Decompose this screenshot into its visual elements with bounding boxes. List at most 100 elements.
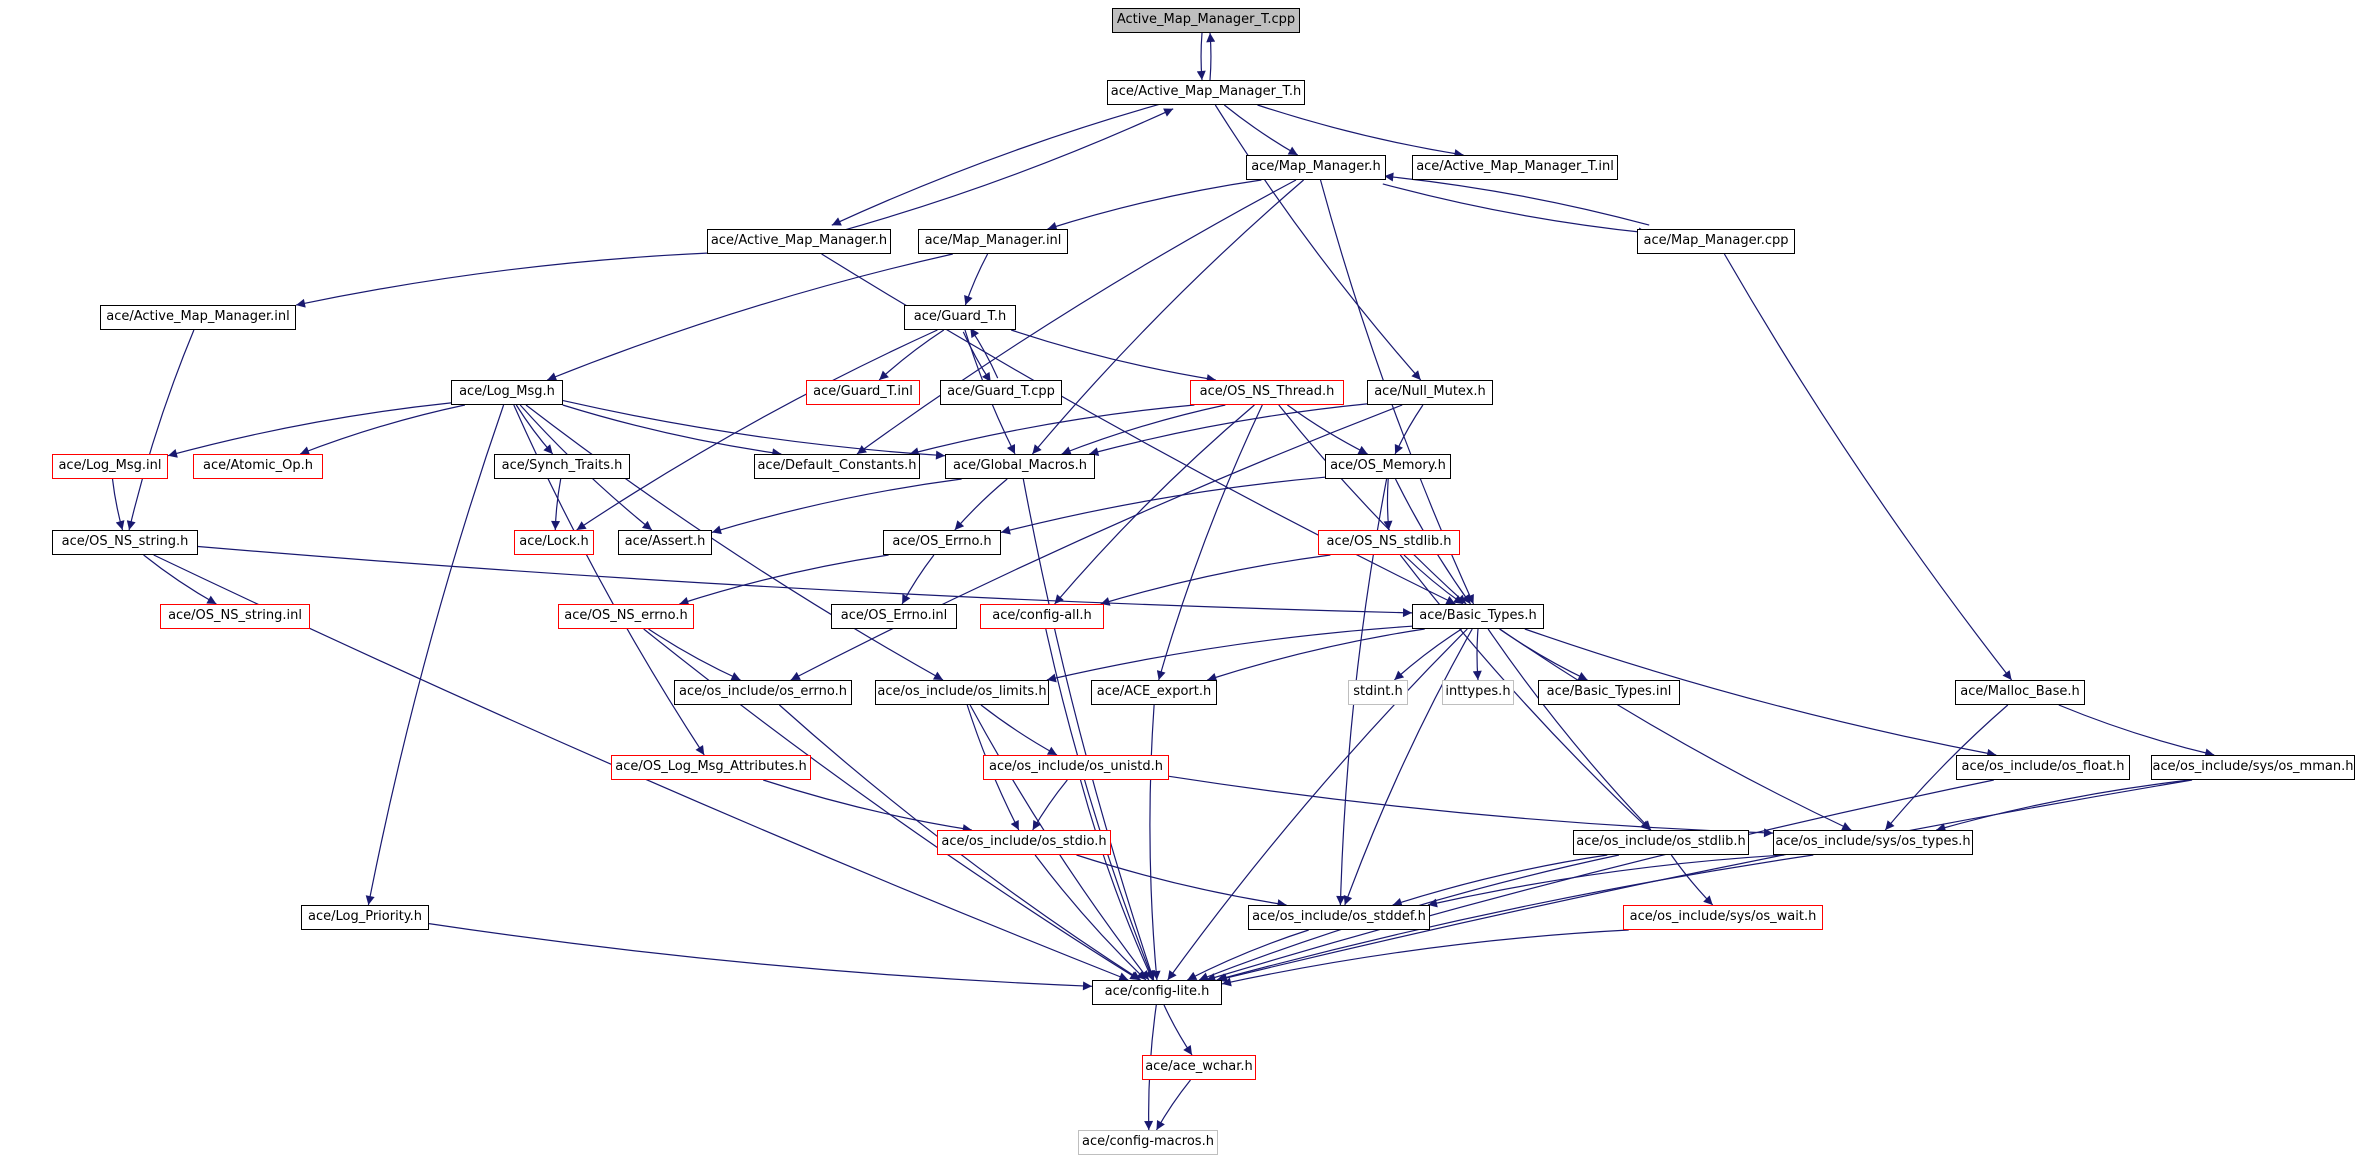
node-os-include-os-float-h[interactable]: ace/os_include/os_float.h	[1956, 755, 2130, 780]
edge-os-include-sys-os-types-h-to-os-include-os-stddef-h	[1427, 854, 1785, 908]
edge-log-msg-h-to-global-macros-h	[562, 400, 946, 460]
node-default-constants-h[interactable]: ace/Default_Constants.h	[754, 454, 920, 479]
node-os-errno-h[interactable]: ace/OS_Errno.h	[883, 530, 1001, 555]
node-amm-h[interactable]: ace/Active_Map_Manager.h	[707, 229, 891, 254]
node-os-include-sys-os-mman-h[interactable]: ace/os_include/sys/os_mman.h	[2151, 755, 2355, 780]
edge-amm-t-h-to-amm-t-inl	[1257, 104, 1464, 159]
edge-basic-types-h-to-basic-types-inl	[1499, 628, 1588, 681]
node-os-log-msg-attributes-h[interactable]: ace/OS_Log_Msg_Attributes.h	[611, 755, 811, 780]
node-os-errno-inl[interactable]: ace/OS_Errno.inl	[831, 604, 957, 629]
node-amm-t-inl[interactable]: ace/Active_Map_Manager_T.inl	[1412, 155, 1618, 180]
edge-ace-wchar-h-to-config-macros-h	[1155, 1079, 1191, 1131]
node-assert-h[interactable]: ace/Assert.h	[618, 530, 712, 555]
edge-null-mutex-h-to-os-include-os-errno-h	[790, 404, 1403, 681]
node-config-lite-h[interactable]: ace/config-lite.h	[1092, 980, 1222, 1005]
edge-basic-types-h-to-os-include-os-float-h	[1524, 628, 1997, 758]
node-global-macros-h[interactable]: ace/Global_Macros.h	[945, 454, 1095, 479]
edge-guard-t-h-to-lock-h	[576, 329, 938, 531]
node-basic-types-inl[interactable]: ace/Basic_Types.inl	[1538, 680, 1680, 705]
node-malloc-base-h[interactable]: ace/Malloc_Base.h	[1955, 680, 2085, 705]
edge-os-errno-h-to-os-errno-inl	[901, 554, 935, 605]
edge-log-msg-inl-to-os-ns-string-h	[111, 478, 125, 531]
node-amm-t-h[interactable]: ace/Active_Map_Manager_T.h	[1107, 80, 1305, 105]
edge-log-msg-h-to-os-include-os-limits-h	[525, 404, 944, 681]
node-basic-types-h[interactable]: ace/Basic_Types.h	[1412, 604, 1544, 629]
node-guard-t-inl[interactable]: ace/Guard_T.inl	[806, 380, 920, 405]
edge-map-manager-cpp-to-map-manager-h	[1384, 172, 1650, 226]
node-os-memory-h[interactable]: ace/OS_Memory.h	[1325, 454, 1451, 479]
edge-basic-types-h-to-os-include-os-limits-h	[1046, 625, 1413, 683]
edge-amm-t-h-to-amm-h	[831, 100, 1171, 226]
edge-config-lite-h-to-ace-wchar-h	[1163, 1004, 1193, 1056]
node-os-include-os-unistd-h[interactable]: ace/os_include/os_unistd.h	[983, 755, 1169, 780]
node-map-manager-inl[interactable]: ace/Map_Manager.inl	[918, 229, 1068, 254]
edge-map-manager-inl-to-guard-t-h	[964, 253, 989, 306]
node-os-include-os-stdlib-h[interactable]: ace/os_include/os_stdlib.h	[1573, 830, 1749, 855]
node-os-include-os-limits-h[interactable]: ace/os_include/os_limits.h	[875, 680, 1049, 705]
edge-log-msg-h-to-atomic-op-h	[299, 404, 466, 455]
edge-global-macros-h-to-config-lite-h	[1022, 478, 1156, 981]
node-map-manager-h[interactable]: ace/Map_Manager.h	[1246, 155, 1386, 180]
node-os-ns-errno-h[interactable]: ace/OS_NS_errno.h	[558, 604, 694, 629]
edge-os-ns-thread-h-to-os-memory-h	[1287, 404, 1368, 455]
node-ace-wchar-h[interactable]: ace/ace_wchar.h	[1142, 1055, 1256, 1080]
node-os-include-os-errno-h[interactable]: ace/os_include/os_errno.h	[674, 680, 852, 705]
edge-log-msg-h-to-log-msg-inl	[167, 402, 452, 458]
node-config-macros-h[interactable]: ace/config-macros.h	[1078, 1130, 1218, 1155]
edge-os-include-os-stdlib-h-to-os-include-os-stddef-h	[1392, 854, 1608, 907]
edge-synch-traits-h-to-lock-h	[551, 478, 562, 531]
node-map-manager-cpp[interactable]: ace/Map_Manager.cpp	[1637, 229, 1795, 254]
edge-log-priority-h-to-config-lite-h	[428, 923, 1093, 991]
edge-map-manager-inl-to-log-msg-h	[546, 253, 953, 381]
edge-log-msg-h-to-default-constants-h	[562, 404, 782, 458]
node-lock-h[interactable]: ace/Lock.h	[514, 530, 594, 555]
edge-null-mutex-h-to-global-macros-h	[1089, 403, 1368, 457]
edge-amm-t-h-to-root	[1206, 32, 1216, 81]
edge-os-errno-h-to-os-ns-errno-h	[679, 554, 889, 606]
edge-os-include-sys-os-mman-h-to-os-include-sys-os-types-h	[1936, 779, 2190, 832]
node-os-ns-string-h[interactable]: ace/OS_NS_string.h	[52, 530, 198, 555]
node-os-ns-thread-h[interactable]: ace/OS_NS_Thread.h	[1190, 380, 1344, 405]
node-log-priority-h[interactable]: ace/Log_Priority.h	[301, 905, 429, 930]
edge-os-ns-thread-h-to-basic-types-h	[1278, 404, 1467, 605]
edge-os-log-msg-attributes-h-to-os-include-os-stdio-h	[763, 779, 972, 834]
edge-basic-types-h-to-os-include-os-stdlib-h	[1487, 628, 1652, 831]
edge-os-ns-thread-h-to-config-all-h	[1054, 404, 1255, 605]
edge-map-manager-h-to-map-manager-inl	[1047, 179, 1262, 231]
edge-map-manager-h-to-map-manager-cpp	[1382, 183, 1648, 237]
node-amm-inl[interactable]: ace/Active_Map_Manager.inl	[100, 305, 296, 330]
node-os-ns-stdlib-h[interactable]: ace/OS_NS_stdlib.h	[1318, 530, 1460, 555]
node-os-include-os-stddef-h[interactable]: ace/os_include/os_stddef.h	[1248, 905, 1430, 930]
node-log-msg-inl[interactable]: ace/Log_Msg.inl	[52, 454, 168, 479]
node-root: Active_Map_Manager_T.cpp	[1112, 8, 1300, 33]
node-null-mutex-h[interactable]: ace/Null_Mutex.h	[1367, 380, 1493, 405]
edge-os-ns-stdlib-h-to-basic-types-h	[1403, 554, 1464, 605]
node-guard-t-cpp[interactable]: ace/Guard_T.cpp	[940, 380, 1062, 405]
node-os-include-os-stdio-h[interactable]: ace/os_include/os_stdio.h	[937, 830, 1111, 855]
edge-guard-t-h-to-guard-t-cpp	[962, 331, 992, 383]
node-os-include-sys-os-wait-h[interactable]: ace/os_include/sys/os_wait.h	[1623, 905, 1823, 930]
node-log-msg-h[interactable]: ace/Log_Msg.h	[451, 380, 563, 405]
node-synch-traits-h[interactable]: ace/Synch_Traits.h	[494, 454, 630, 479]
node-ace-export-h[interactable]: ace/ACE_export.h	[1091, 680, 1217, 705]
edge-os-include-sys-os-types-h-to-config-lite-h	[1216, 854, 1814, 982]
node-guard-t-h[interactable]: ace/Guard_T.h	[904, 305, 1016, 330]
edge-malloc-base-h-to-os-include-sys-os-types-h	[1884, 704, 2009, 831]
node-config-all-h[interactable]: ace/config-all.h	[980, 604, 1104, 629]
node-atomic-op-h[interactable]: ace/Atomic_Op.h	[193, 454, 323, 479]
edge-os-include-sys-os-mman-h-to-config-lite-h	[1217, 779, 2193, 983]
edge-amm-t-h-to-map-manager-h	[1223, 104, 1298, 156]
edge-amm-t-h-to-null-mutex-h	[1214, 104, 1422, 381]
edge-os-include-os-stddef-h-to-config-lite-h	[1187, 929, 1309, 981]
node-os-ns-string-inl[interactable]: ace/OS_NS_string.inl	[160, 604, 310, 629]
edge-basic-types-h-to-os-include-os-stddef-h	[1343, 628, 1473, 906]
node-stdint-h[interactable]: stdint.h	[1348, 680, 1408, 705]
edge-os-include-os-unistd-h-to-os-include-os-stdio-h	[1032, 779, 1068, 831]
edge-basic-types-h-to-ace-export-h	[1207, 628, 1425, 682]
node-os-include-sys-os-types-h[interactable]: ace/os_include/sys/os_types.h	[1773, 830, 1973, 855]
edge-log-msg-h-to-synch-traits-h	[515, 404, 554, 455]
edge-root-to-amm-t-h	[1196, 32, 1206, 81]
node-inttypes-h[interactable]: inttypes.h	[1442, 680, 1514, 705]
edge-os-include-sys-os-wait-h-to-config-lite-h	[1221, 929, 1629, 987]
